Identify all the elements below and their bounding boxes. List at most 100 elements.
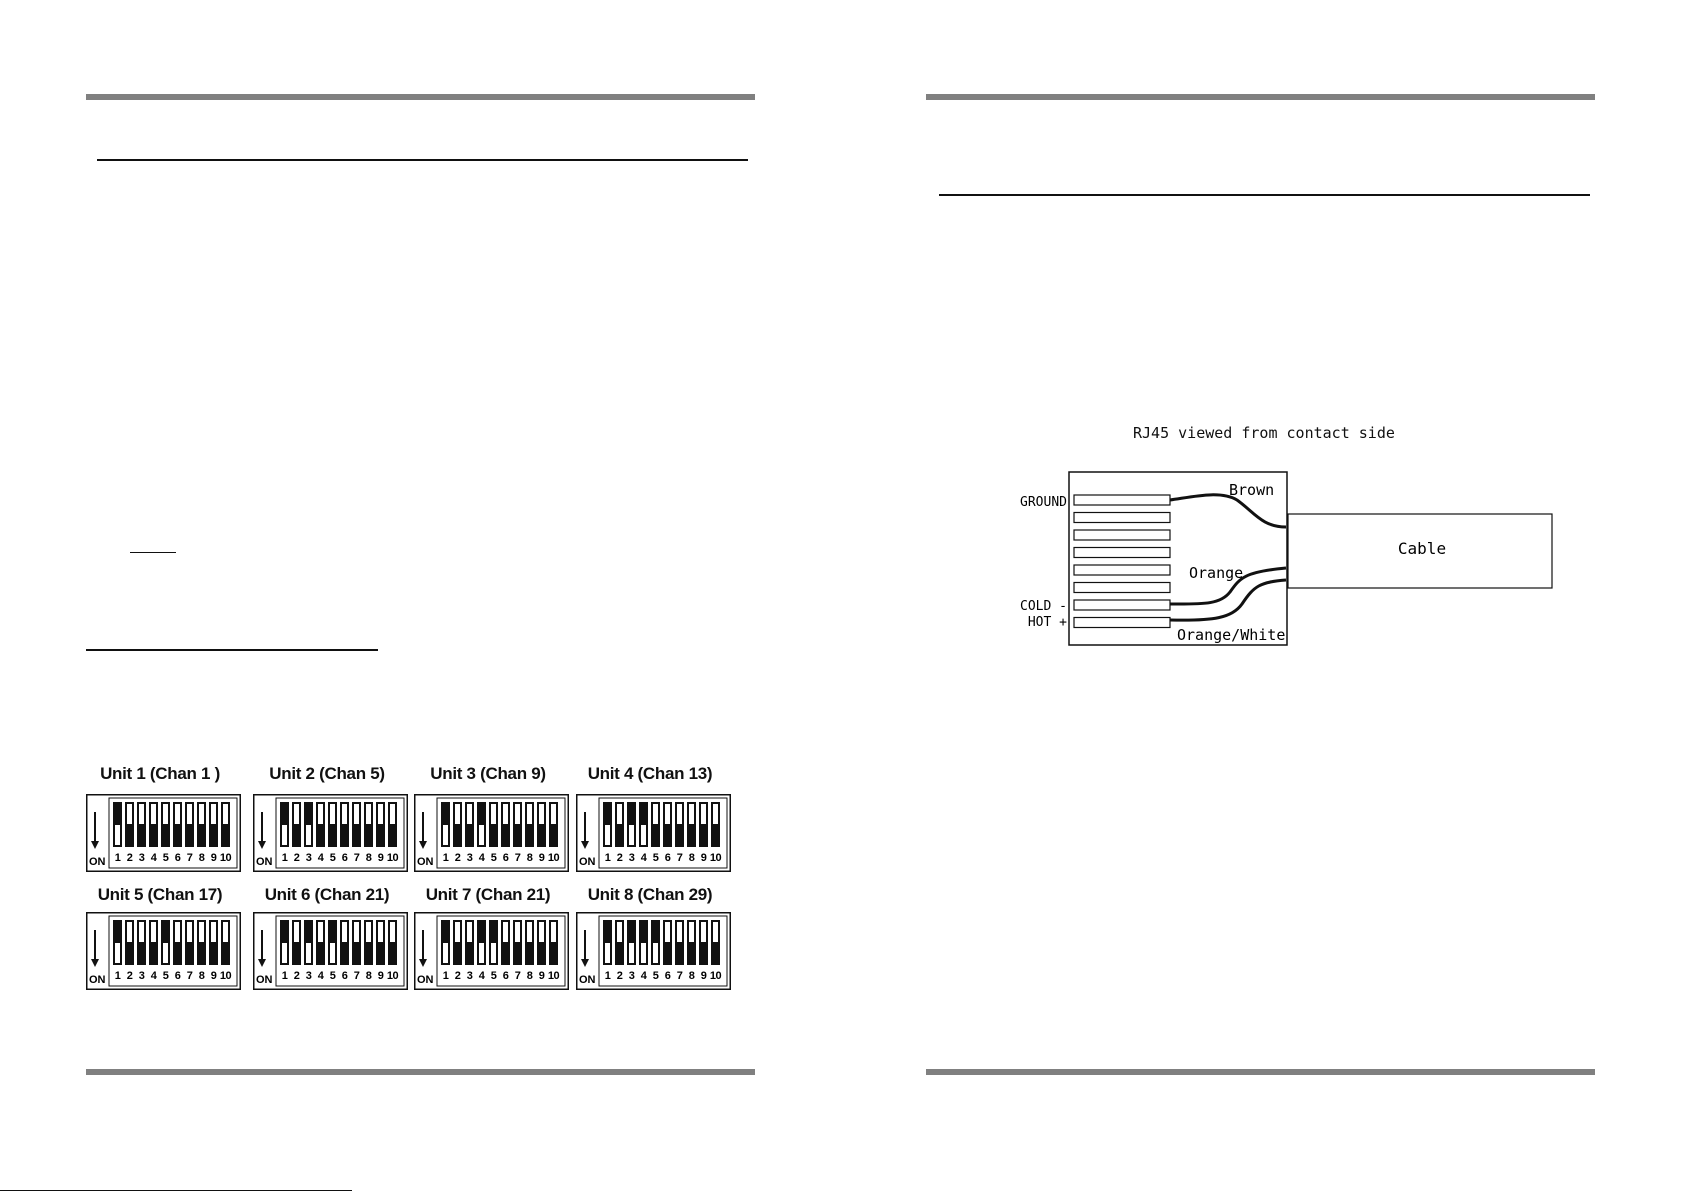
switch-number: 10 <box>548 852 560 864</box>
dip-switch-off <box>390 922 395 942</box>
dip-switch-slot <box>699 802 708 847</box>
rj45-pin <box>1073 599 1171 611</box>
rj45-pin <box>1073 494 1171 506</box>
dip-switch-off <box>187 922 192 942</box>
dip-switch-slot <box>113 802 122 847</box>
switch-number: 1 <box>443 852 449 864</box>
dip-switch-slot <box>639 802 648 847</box>
dip-switch-slot <box>209 802 218 847</box>
dip-switch-off <box>467 804 472 824</box>
dip-switch-off <box>318 922 323 942</box>
dip-unit-label: Unit 2 (Chan 5) <box>269 764 385 783</box>
dip-switch-slot <box>304 802 313 847</box>
on-arrow-icon <box>419 959 427 967</box>
dip-switch-off <box>139 922 144 942</box>
rj45-pin <box>1073 616 1171 629</box>
dip-switch-off <box>366 922 371 942</box>
on-arrow-icon <box>258 959 266 967</box>
dip-switch-off <box>139 804 144 824</box>
switch-number: 5 <box>491 970 497 982</box>
dip-switch-slot <box>209 920 218 965</box>
switch-number: 9 <box>211 852 217 864</box>
brown-wire <box>1169 493 1287 529</box>
switch-number: 3 <box>139 852 145 864</box>
hot-label: HOT + <box>1028 615 1067 630</box>
dip-inner-frame <box>275 915 405 987</box>
dip-switch-slot <box>513 802 522 847</box>
switch-number: 6 <box>342 852 348 864</box>
dip-unit-label: Unit 8 (Chan 29) <box>587 885 713 904</box>
note-underline <box>130 552 176 553</box>
switch-number: 8 <box>527 970 533 982</box>
dip-switch-slot <box>304 920 313 965</box>
dip-inner-frame <box>275 797 405 869</box>
dip-switch-off <box>330 804 335 824</box>
orange-label: Orange <box>1189 564 1243 582</box>
dip-switch-slot <box>197 802 206 847</box>
dip-switch-on <box>163 943 168 963</box>
switch-number: 7 <box>515 970 521 982</box>
dip-switch-off <box>294 922 299 942</box>
dip-switch-slot <box>603 920 612 965</box>
dip-switch-off <box>354 922 359 942</box>
dip-switch-off <box>503 922 508 942</box>
on-label: ON <box>89 856 106 868</box>
dip-switch-slot <box>125 802 134 847</box>
dip-switch-off <box>701 922 706 942</box>
switch-number: 2 <box>617 970 623 982</box>
dip-switch-slot <box>292 802 301 847</box>
section-underline <box>86 649 378 651</box>
switch-number: 10 <box>220 852 232 864</box>
dip-switch-off <box>318 804 323 824</box>
dip-switch-slot <box>376 920 385 965</box>
dip-switch-off <box>127 804 132 824</box>
switch-number: 6 <box>503 852 509 864</box>
dip-switch-off <box>677 922 682 942</box>
switch-number: 10 <box>548 970 560 982</box>
dip-switch-off <box>199 804 204 824</box>
heading-underline <box>97 159 748 161</box>
on-arrow-icon <box>581 959 589 967</box>
switch-number: 9 <box>701 852 707 864</box>
dip-switch-off <box>467 922 472 942</box>
dip-switch-off <box>551 804 556 824</box>
dip-switch-slot <box>161 802 170 847</box>
dip-switch-slot <box>113 920 122 965</box>
dip-switch-slot <box>453 920 462 965</box>
switch-number: 1 <box>443 970 449 982</box>
dip-switch-off <box>701 804 706 824</box>
switch-number: 10 <box>387 852 399 864</box>
dip-switch-slot <box>376 802 385 847</box>
bottom-rule <box>86 1069 755 1075</box>
switch-number: 9 <box>539 852 545 864</box>
switch-number: 4 <box>641 970 648 982</box>
dip-switch-on <box>443 943 448 963</box>
dip-switch-slot <box>489 802 498 847</box>
dip-switch-slot <box>465 920 474 965</box>
dip-unit-label: Unit 5 (Chan 17) <box>97 885 223 904</box>
right-page: RJ45 viewed from contact side Cable GROU… <box>842 0 1685 1191</box>
dip-inner-frame <box>108 915 238 987</box>
dip-switch-on <box>306 825 311 845</box>
dip-switch-slot <box>352 802 361 847</box>
dip-switch-off <box>539 804 544 824</box>
rj45-pin <box>1073 511 1171 524</box>
dip-switch-off <box>539 922 544 942</box>
dip-switch-off <box>689 922 694 942</box>
dip-switch-slot <box>340 920 349 965</box>
ground-label: GROUND <box>1020 495 1067 510</box>
dip-switch-slot <box>465 802 474 847</box>
switch-number: 2 <box>127 852 133 864</box>
switch-number: 3 <box>467 970 473 982</box>
switch-number: 6 <box>175 970 181 982</box>
cable-label: Cable <box>1398 539 1446 558</box>
dip-switch-on <box>282 943 287 963</box>
switch-number: 7 <box>187 970 193 982</box>
on-label: ON <box>417 974 434 986</box>
switch-number: 6 <box>503 970 509 982</box>
dip-switch-off <box>551 922 556 942</box>
dip-switch-slot <box>501 920 510 965</box>
dip-switch-off <box>689 804 694 824</box>
